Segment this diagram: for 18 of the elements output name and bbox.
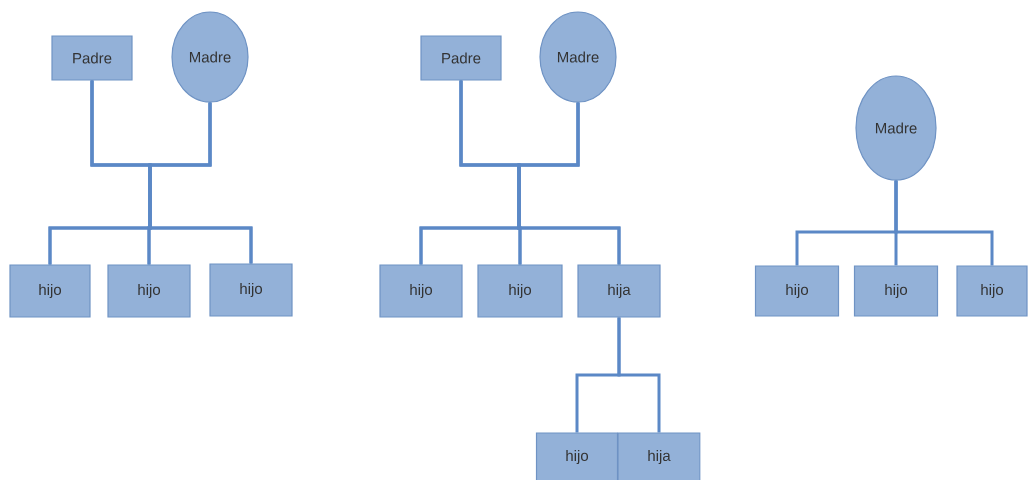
person-box: hija: [577, 264, 661, 318]
connector-line: [894, 180, 994, 266]
person-box: hijo: [9, 264, 91, 318]
person-box: hija: [617, 432, 701, 480]
person-box: hijo: [535, 432, 619, 480]
person-box: hijo: [477, 264, 563, 318]
person-box: Padre: [51, 35, 133, 81]
connector-line: [617, 317, 661, 433]
person-box: hijo: [853, 265, 939, 317]
person-box: hijo: [956, 265, 1028, 317]
connector-line: [517, 102, 621, 265]
person-box: Padre: [420, 35, 502, 81]
node-label: hijo: [566, 450, 589, 464]
person-box: hijo: [209, 263, 293, 317]
person-box: hijo: [754, 265, 840, 317]
connector-line: [148, 102, 253, 264]
person-box: hijo: [107, 264, 191, 318]
person-box: hijo: [379, 264, 463, 318]
